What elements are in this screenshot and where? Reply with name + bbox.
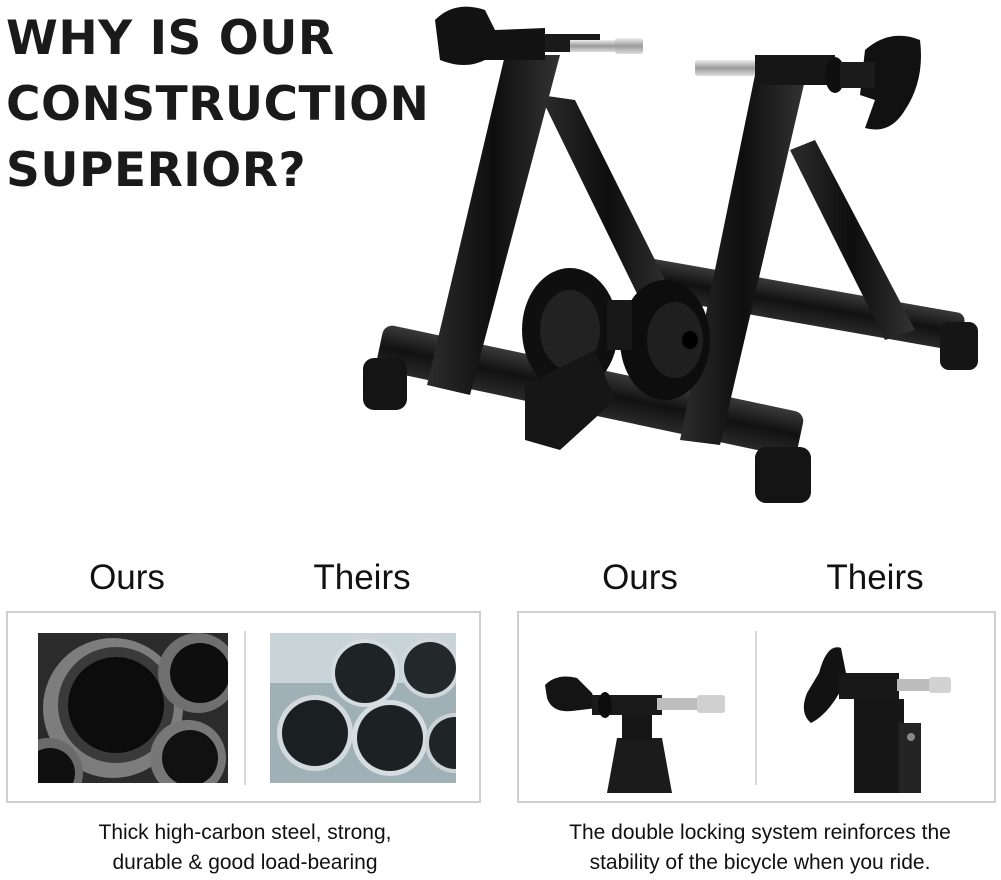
theirs-label-left: Theirs <box>313 558 411 597</box>
steel-caption: Thick high-carbon steel, strong, durable… <box>20 818 470 878</box>
lock-caption: The double locking system reinforces the… <box>530 818 990 878</box>
ours-label-left: Ours <box>89 558 165 597</box>
theirs-steel-tubes-image <box>270 633 456 783</box>
headline-line-3: SUPERIOR? <box>6 142 307 198</box>
lock-caption-line-1: The double locking system reinforces the <box>569 821 951 844</box>
headline: WHY IS OUR CONSTRUCTION SUPERIOR? <box>6 6 430 203</box>
steel-caption-line-2: durable & good load-bearing <box>112 851 378 874</box>
steel-caption-line-1: Thick high-carbon steel, strong, <box>98 821 392 844</box>
panel-divider-right <box>755 631 757 785</box>
headline-line-1: WHY IS OUR <box>6 11 335 66</box>
ours-steel-tubes-image <box>38 633 228 783</box>
bike-trainer-image <box>363 6 978 503</box>
theirs-single-lock-image <box>803 647 951 793</box>
steel-comparison-panel <box>6 611 481 803</box>
lock-comparison-panel <box>517 611 996 803</box>
lock-caption-line-2: stability of the bicycle when you ride. <box>589 851 931 874</box>
panel-divider <box>244 631 246 785</box>
theirs-label-right: Theirs <box>826 558 924 597</box>
headline-line-2: CONSTRUCTION <box>6 76 430 132</box>
ours-label-right: Ours <box>602 558 678 597</box>
ours-double-lock-image <box>545 676 725 793</box>
